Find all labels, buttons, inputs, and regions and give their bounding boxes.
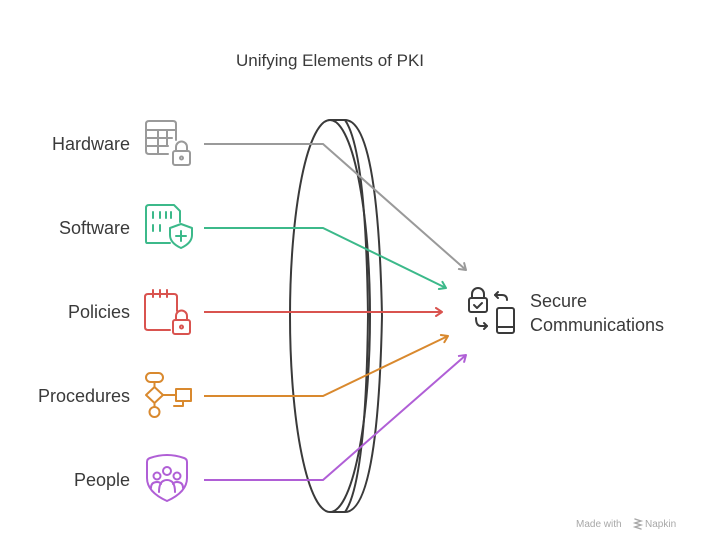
secure-communications-icon [468, 287, 515, 334]
label-people: People [74, 470, 130, 490]
napkin-logo-icon [632, 518, 644, 530]
calendar-lock-icon [144, 289, 191, 335]
lens-front [289, 119, 371, 513]
people-shield-icon [146, 454, 188, 502]
watermark: Made with Napkin [576, 518, 676, 530]
input-labels: Hardware Software Policies Procedures Pe… [38, 134, 130, 490]
watermark-brand: Napkin [645, 519, 676, 530]
label-hardware: Hardware [52, 134, 130, 154]
connector-people [204, 354, 467, 481]
label-procedures: Procedures [38, 386, 130, 406]
software-shield-icon [145, 204, 193, 249]
label-policies: Policies [68, 302, 130, 322]
diagram-title: Unifying Elements of PKI [236, 51, 424, 70]
lens-rim [330, 119, 384, 513]
connectors [204, 143, 467, 481]
flowchart-icon [145, 372, 192, 418]
lens-shape [289, 119, 384, 513]
connector-hardware [204, 143, 467, 271]
connector-software [204, 227, 447, 290]
hardware-lock-icon [145, 120, 191, 166]
connector-procedures [204, 333, 449, 397]
lens-inner-edge [344, 119, 370, 513]
watermark-prefix: Made with [576, 519, 622, 530]
output-label-line1: Secure [530, 291, 587, 311]
label-software: Software [59, 218, 130, 238]
output-label-line2: Communications [530, 315, 664, 335]
